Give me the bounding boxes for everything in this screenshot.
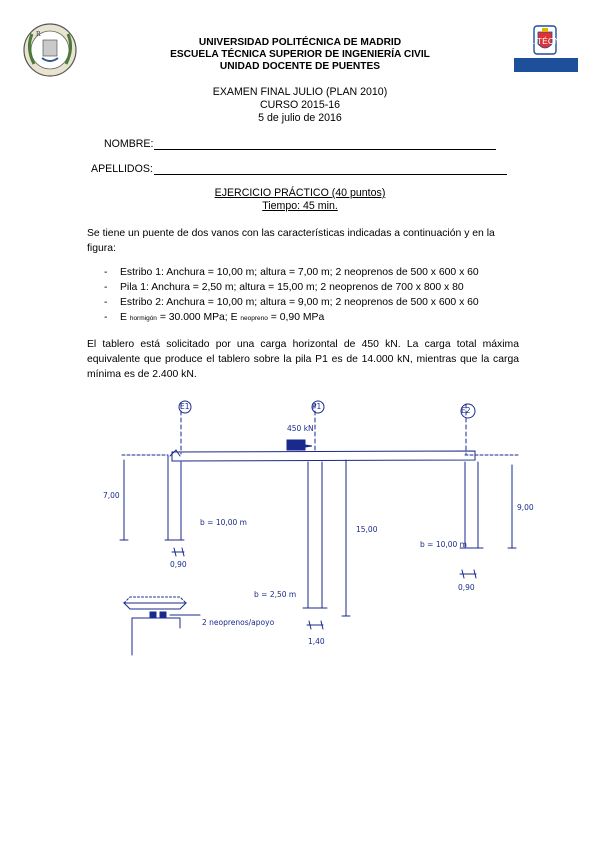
label-b-e1: b = 10,00 m <box>200 518 247 527</box>
list-item: -E hormigón = 30.000 MPa; E neopreno = 0… <box>104 312 325 323</box>
load-arrow <box>286 439 313 451</box>
dim-e2-height <box>507 464 517 549</box>
unit-name: UNIDAD DOCENTE DE PUENTES <box>219 61 381 72</box>
label-p1: P1 <box>312 402 322 411</box>
label-b-p1: b = 2,50 m <box>254 590 297 599</box>
dim-p1-width <box>306 620 324 630</box>
deck <box>171 450 476 462</box>
axis-marker-p1 <box>311 400 325 414</box>
name-label: NOMBRE: <box>104 138 154 150</box>
abutment-e1 <box>164 455 185 541</box>
bearing-pads <box>149 611 167 619</box>
item-estribo1: Estribo 1: Anchura = 10,00 m; altura = 7… <box>120 267 479 278</box>
label-w-p1: 1,40 <box>308 637 325 646</box>
name-line[interactable] <box>154 149 496 150</box>
surname-label: APELLIDOS: <box>91 163 153 175</box>
list-item: -Pila 1: Anchura = 2,50 m; altura = 15,0… <box>104 282 464 293</box>
label-e2: E2 <box>461 406 471 415</box>
label-load: 450 kN <box>287 424 314 433</box>
bearing-detail-hatch <box>123 596 187 604</box>
school-name: ESCUELA TÉCNICA SUPERIOR DE INGENIERÍA C… <box>170 49 430 60</box>
svg-text:R: R <box>36 31 41 38</box>
axis-marker-e1 <box>178 400 192 414</box>
dim-e1-width <box>171 547 185 557</box>
label-e1: E1 <box>180 402 190 411</box>
e-hormigon-value: = 30.000 MPa; E <box>156 312 238 323</box>
dim-e1-height <box>119 459 129 541</box>
e-neopreno-subscript: neopreno <box>240 315 268 322</box>
dim-p1-height <box>341 459 351 617</box>
politecnica-logo-text: POLITÉCNICA <box>517 36 575 46</box>
exercise-title: EJERCICIO PRÁCTICO (40 puntos) <box>214 187 386 199</box>
label-h-e1: 7,00 <box>103 491 120 500</box>
label-h-e2: 9,00 <box>517 503 534 512</box>
axis-marker-e2 <box>460 403 476 419</box>
abutment-e1-seat <box>169 449 181 457</box>
intro-paragraph: Se tiene un puente de dos vanos con las … <box>87 228 495 254</box>
bearing-detail-top <box>122 602 188 610</box>
load-paragraph: El tablero está solicitado por una carga… <box>87 339 519 380</box>
surname-line[interactable] <box>154 174 507 175</box>
list-item: -Estribo 1: Anchura = 10,00 m; altura = … <box>104 267 479 278</box>
abutment-e2 <box>459 461 484 549</box>
e-neopreno-value: = 0,90 MPa <box>267 312 325 323</box>
label-b-e2: b = 10,00 m <box>420 540 467 549</box>
university-name: UNIVERSIDAD POLITÉCNICA DE MADRID <box>198 37 402 48</box>
e-hormigon-subscript: hormigón <box>129 315 157 322</box>
label-neoprene-note: 2 neoprenos/apoyo <box>202 618 275 627</box>
exam-date: 5 de julio de 2016 <box>258 112 342 124</box>
bridge-sketch <box>119 400 521 656</box>
bearing-detail-support <box>131 617 181 656</box>
university-crest-logo: R <box>23 23 77 77</box>
exercise-time: Tiempo: 45 min. <box>262 200 338 212</box>
pier-p1 <box>302 461 328 609</box>
item-estribo2: Estribo 2: Anchura = 10,00 m; altura = 9… <box>120 297 479 308</box>
exam-course: CURSO 2015-16 <box>259 99 341 111</box>
item-pila1: Pila 1: Anchura = 2,50 m; altura = 15,00… <box>120 282 464 293</box>
label-w-e2: 0,90 <box>458 583 475 592</box>
label-h-p1: 15,00 <box>356 525 378 534</box>
politecnica-logo <box>514 25 578 72</box>
dim-e2-width <box>459 569 477 579</box>
exam-title: EXAMEN FINAL JULIO (PLAN 2010) <box>212 86 388 98</box>
label-w-e1: 0,90 <box>170 560 187 569</box>
e-symbol: E <box>120 312 127 323</box>
list-item: -Estribo 2: Anchura = 10,00 m; altura = … <box>104 297 479 308</box>
